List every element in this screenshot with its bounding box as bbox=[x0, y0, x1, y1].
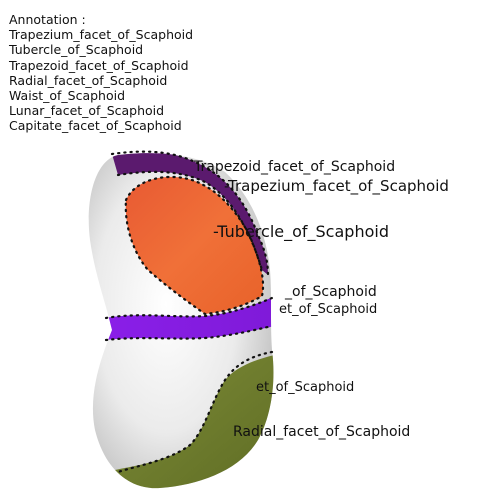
label-radial-facet: Radial_facet_of_Scaphoid bbox=[233, 425, 410, 439]
label-partial-upper: _of_Scaphoid bbox=[285, 285, 377, 299]
label-partial-lunar: et_of_Scaphoid bbox=[256, 381, 354, 394]
label-tubercle: -Tubercle_of_Scaphoid bbox=[213, 224, 389, 240]
label-trapezium-facet: -Trapezium_facet_of_Scaphoid bbox=[224, 179, 449, 194]
label-partial-lower: et_of_Scaphoid bbox=[279, 303, 377, 316]
scaphoid-bone bbox=[89, 152, 300, 491]
label-trapezoid-facet: Trapezoid_facet_of_Scaphoid bbox=[194, 160, 395, 174]
